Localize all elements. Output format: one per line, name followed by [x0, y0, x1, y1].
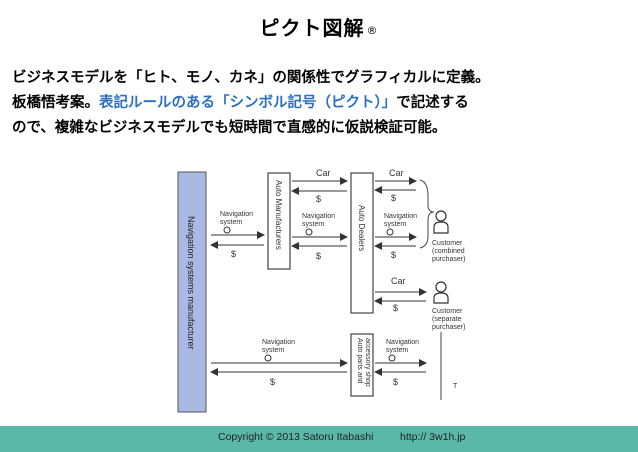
auto-manufacturers-box	[267, 172, 291, 270]
description-highlight: 表記ルールのある「シンボル記号（ピクト）」	[99, 95, 397, 111]
product-icon	[264, 354, 272, 362]
money-label: $	[316, 194, 321, 204]
product-icon	[386, 228, 394, 236]
auto-parts-box	[350, 333, 374, 397]
car-label: Car	[316, 168, 331, 178]
nav-system-label-5b: system	[386, 347, 408, 354]
nav-system-label-1b: system	[220, 219, 242, 226]
auto-dealers-box	[350, 172, 374, 314]
product-icon	[388, 354, 396, 362]
money-label: $	[270, 377, 275, 387]
auto-parts-label-2: accessory shop	[364, 338, 371, 387]
nav-system-label-2a: Navigation	[302, 213, 335, 220]
customer-separate-line-3: purchaser)	[432, 324, 465, 331]
customer-separate-line-2: (separate	[432, 316, 462, 323]
footer-url: http:// 3w1h.jp	[400, 431, 466, 443]
money-label: $	[391, 193, 396, 203]
customer-combined-line-1: Customer	[432, 240, 463, 247]
customer-combined-line-3: purchaser)	[432, 256, 465, 263]
nav-system-label-5a: Navigation	[386, 339, 419, 346]
axis-t-label: T	[453, 383, 458, 390]
copyright-text: Copyright © 2013 Satoru Itabashi	[218, 431, 374, 443]
nav-system-label-2b: system	[302, 221, 324, 228]
car-label: Car	[391, 276, 406, 286]
money-label: $	[393, 377, 398, 387]
auto-parts-label-1: Auto parts and	[356, 338, 363, 384]
nav-system-label-4a: Navigation	[262, 339, 295, 346]
nav-system-label-1a: Navigation	[220, 211, 253, 218]
grouping-brace	[419, 179, 435, 249]
money-label: $	[316, 251, 321, 261]
product-icon	[305, 228, 313, 236]
description-line-3: ので、複雑なビジネスモデルでも短時間で直感的に仮説検証可能。	[12, 120, 447, 136]
customer-combined-line-2: (combined	[432, 248, 465, 255]
customer-separate-line-1: Customer	[432, 308, 463, 315]
car-label: Car	[389, 168, 404, 178]
page-title: ピクト図解®	[0, 12, 638, 41]
registered-mark: ®	[366, 24, 379, 37]
person-icon	[433, 210, 449, 234]
title-text: ピクト図解	[259, 16, 365, 40]
footer-bar: Copyright © 2013 Satoru Itabashi http://…	[0, 426, 638, 452]
nav-system-label-4b: system	[262, 347, 284, 354]
description-line-2-end: で記述する	[396, 95, 469, 111]
nav-manufacturer-box	[177, 171, 207, 413]
product-icon	[223, 226, 231, 234]
description-line-2-start: 板橋悟考案。	[12, 95, 99, 111]
person-icon	[433, 281, 449, 304]
money-label: $	[393, 303, 398, 313]
nav-system-label-3b: system	[384, 221, 406, 228]
nav-manufacturer-label: Navigation systems manufacturer	[186, 216, 196, 350]
description: ビジネスモデルを「ヒト、モノ、カネ」の関係性でグラフィカルに定義。 板橋悟考案。…	[12, 66, 632, 141]
nav-system-label-3a: Navigation	[384, 213, 417, 220]
description-line-1: ビジネスモデルを「ヒト、モノ、カネ」の関係性でグラフィカルに定義。	[12, 70, 490, 86]
money-label: $	[391, 250, 396, 260]
money-label: $	[231, 249, 236, 259]
description-line-2: 板橋悟考案。表記ルールのある「シンボル記号（ピクト）」で記述する	[12, 91, 632, 116]
auto-manufacturers-label: Auto Manufacturers	[274, 180, 283, 250]
auto-dealers-label: Auto Dealers	[357, 205, 366, 251]
